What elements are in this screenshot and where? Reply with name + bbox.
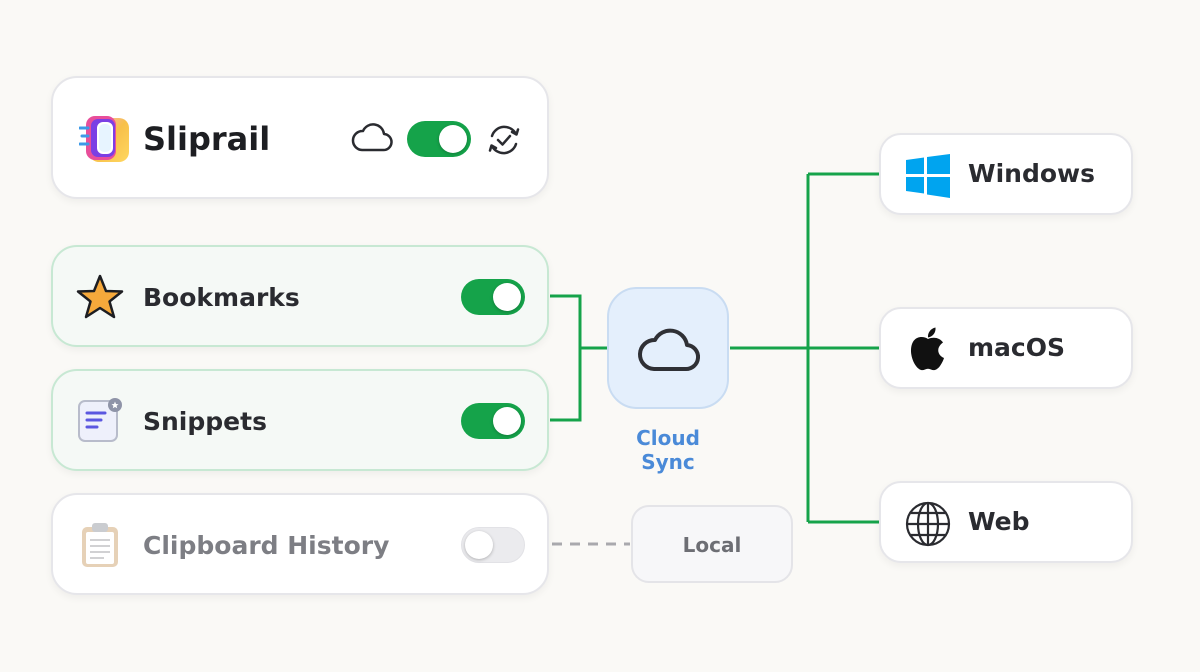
cloud-sync-label: Cloud Sync [618,426,718,474]
local-storage-box: Local [631,505,793,583]
toggle-knob [439,125,467,153]
sync-check-icon[interactable] [485,122,523,162]
cloud-icon [351,120,393,158]
snippets-toggle[interactable] [461,403,525,439]
platform-macos: macOS [879,307,1133,389]
toggle-knob [493,407,521,435]
feature-row-bookmarks: Bookmarks [51,245,549,347]
app-header-card: Sliprail [51,76,549,199]
clipboard-icon [77,521,123,573]
cloud-sync-label-line2: Sync [641,450,695,474]
cloud-sync-label-line1: Cloud [636,426,700,450]
feature-label: Clipboard History [143,531,390,560]
platform-windows: Windows [879,133,1133,215]
platform-label: Windows [968,159,1095,188]
sync-master-toggle[interactable] [407,121,471,157]
globe-icon [904,500,952,552]
cloud-icon [637,323,701,379]
cloud-sync-hub [607,287,729,409]
star-icon [75,273,125,325]
toggle-knob [465,531,493,559]
bookmarks-connector [550,294,608,350]
app-title: Sliprail [143,120,271,158]
platform-web: Web [879,481,1133,563]
feature-row-clipboard-history: Clipboard History [51,493,549,595]
snippets-connector [550,348,582,422]
windows-icon [905,153,951,203]
platform-label: macOS [968,333,1065,362]
toggle-knob [493,283,521,311]
bookmarks-toggle[interactable] [461,279,525,315]
clipboard-history-toggle[interactable] [461,527,525,563]
apple-icon [907,325,949,377]
snippet-document-icon [75,397,125,449]
local-label: Local [682,533,742,557]
feature-label: Bookmarks [143,283,300,312]
platform-label: Web [968,507,1030,536]
sliprail-logo-icon [78,114,131,168]
feature-label: Snippets [143,407,267,436]
feature-row-snippets: Snippets [51,369,549,471]
